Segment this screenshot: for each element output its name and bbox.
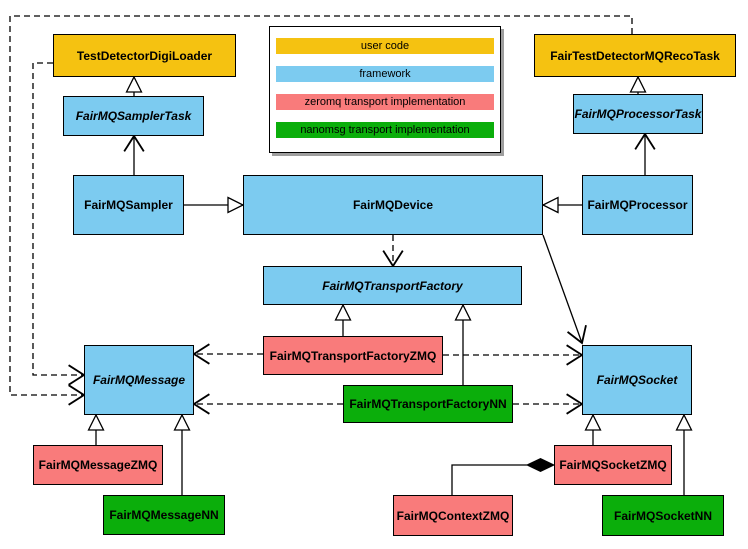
node-fairmqsocketzmq: FairMQSocketZMQ — [554, 445, 672, 485]
node-label: FairMQMessageNN — [109, 508, 219, 522]
node-fairmqtransportfactorynn: FairMQTransportFactoryNN — [343, 385, 513, 423]
node-label: FairMQContextZMQ — [396, 508, 510, 523]
node-label: FairMQProcessorTask — [574, 107, 702, 121]
node-label: FairMQSocketZMQ — [559, 458, 667, 472]
node-fairmqmessage: FairMQMessage — [84, 345, 194, 415]
node-label: FairMQMessage — [92, 373, 186, 387]
node-fairmqsamplertask: FairMQSamplerTask — [63, 96, 204, 136]
node-testdetectordigiloader: TestDetectorDigiLoader — [53, 34, 236, 77]
node-fairmqmessagenn: FairMQMessageNN — [103, 495, 225, 535]
node-fairmqtransportfactory: FairMQTransportFactory — [263, 266, 522, 305]
legend-item-user-code: user code — [276, 38, 494, 54]
node-label: FairMQTransportFactoryNN — [349, 397, 507, 411]
node-label: TestDetectorDigiLoader — [76, 48, 213, 63]
legend-item-zeromq-transport-implementation: zeromq transport implementation — [276, 94, 494, 110]
node-label: FairMQSocket — [596, 373, 678, 387]
node-fairmqcontextzmq: FairMQContextZMQ — [393, 495, 513, 536]
node-label: FairMQTransportFactoryZMQ — [269, 348, 437, 363]
node-label: FairMQTransportFactory — [322, 278, 463, 293]
node-fairmqsocket: FairMQSocket — [582, 345, 692, 415]
node-fairmqtransportfactoryzmq: FairMQTransportFactoryZMQ — [263, 336, 443, 375]
node-fairmqsocketnn: FairMQSocketNN — [602, 495, 724, 536]
legend: user code framework zeromq transport imple… — [269, 26, 501, 153]
node-label: FairTestDetectorMQRecoTask — [550, 48, 720, 63]
node-label: FairMQSamplerTask — [75, 109, 192, 123]
node-label: FairMQSampler — [84, 198, 173, 212]
node-fairmqprocessor: FairMQProcessor — [582, 175, 693, 235]
legend-item-nanomsg-transport-implementation: nanomsg transport implementation — [276, 122, 494, 138]
edge-fairmqdevice-to-fairmqsocket — [542, 234, 587, 345]
node-label: FairMQMessageZMQ — [38, 458, 158, 472]
node-label: FairMQDevice — [352, 198, 434, 212]
node-label: FairMQSocketNN — [613, 508, 713, 523]
node-fairmqdevice: FairMQDevice — [243, 175, 543, 235]
node-fairtestdetectormqrecotask: FairTestDetectorMQRecoTask — [534, 34, 736, 77]
legend-item-framework: framework — [276, 66, 494, 82]
node-fairmqprocessortask: FairMQProcessorTask — [573, 94, 703, 134]
edge-fairmqcontextzmq-to-fairmqsocketzmq — [451, 457, 556, 495]
node-fairmqsampler: FairMQSampler — [73, 175, 184, 235]
node-fairmqmessagezmq: FairMQMessageZMQ — [33, 445, 163, 485]
node-label: FairMQProcessor — [587, 198, 688, 212]
